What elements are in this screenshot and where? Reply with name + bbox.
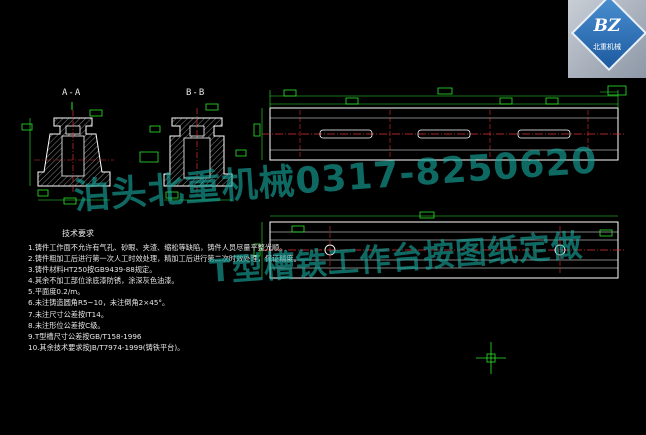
- dim-box: [499, 97, 513, 105]
- note-line: 2.铸件粗加工后进行第一次人工时效处理，精加工后进行第二次时效处理，保证精度。: [28, 254, 301, 264]
- callout-box: [607, 85, 627, 96]
- dim-box: [205, 103, 219, 111]
- notes-title: 技术要求: [62, 229, 94, 238]
- dim-box: [37, 189, 49, 197]
- section-aa-label: A-A: [62, 88, 82, 98]
- top-elevation-view: [253, 85, 627, 161]
- section-aa-view: [21, 102, 114, 205]
- note-line: 8.未注形位公差按C级。: [28, 320, 105, 330]
- dim-box: [253, 123, 261, 137]
- section-bb-label: B-B: [186, 88, 206, 98]
- note-line: 3.铸件材料HT250按GB9439-88规定。: [28, 265, 157, 275]
- dim-box: [149, 125, 161, 133]
- dim-box: [165, 191, 179, 199]
- center-cross-mark: [476, 342, 506, 374]
- note-line: 4.其余不加工部位涂底漆防锈，涂深灰色油漆。: [28, 276, 179, 286]
- note-line: 7.未注尺寸公差按IT14。: [28, 309, 109, 319]
- dim-box: [63, 197, 77, 205]
- technical-requirements: 技术要求 1.铸件工作面不允许有气孔、砂眼、夹渣、缩松等缺陷，铸件人员尽量平整光…: [28, 228, 301, 353]
- dim-box: [419, 211, 435, 219]
- logo-name: 北重机械: [593, 43, 621, 51]
- bottom-plan-view: [253, 211, 626, 279]
- dim-box: [545, 97, 559, 105]
- note-line: 6.未注铸造圆角R5~10，未注倒角2×45°。: [28, 298, 170, 308]
- dim-box: [599, 229, 613, 237]
- section-bb-view: [139, 103, 247, 201]
- logo-mark: BZ: [593, 16, 621, 36]
- callout-box: [139, 151, 159, 163]
- dim-box: [253, 243, 261, 257]
- dim-box: [291, 225, 305, 233]
- dim-box: [345, 97, 359, 105]
- note-line: 9.T型槽尺寸公差按GB/T158-1996: [28, 331, 142, 341]
- dim-box: [89, 109, 103, 117]
- dim-box: [283, 89, 297, 97]
- note-line: 1.铸件工作面不允许有气孔、砂眼、夹渣、缩松等缺陷，铸件人员尽量平整光顺。: [28, 243, 287, 252]
- note-line: 5.平面度0.2/m。: [28, 287, 85, 297]
- company-logo: BZ 北重机械: [568, 0, 646, 78]
- dim-box: [437, 87, 453, 95]
- note-line: 10.其余技术要求按JB/T7974-1999(铸铁平台)。: [28, 342, 185, 352]
- dim-box: [235, 149, 247, 157]
- dim-box: [21, 123, 33, 131]
